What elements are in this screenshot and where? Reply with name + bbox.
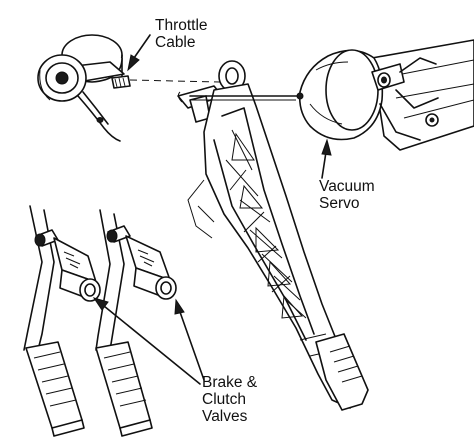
servo-label-line-2: Servo (319, 195, 360, 212)
valves-leader (92, 297, 205, 385)
vacuum-servo-label: Vacuum Servo (319, 178, 375, 212)
throttle-label-line-2: Cable (155, 34, 196, 51)
arrowhead-icon (174, 298, 185, 315)
throttle-cable-assembly (37, 34, 131, 142)
cable-dashed-link (129, 79, 221, 83)
throttle-cable-leader (127, 34, 151, 72)
arrowhead-icon (92, 297, 109, 311)
valves-label-line-3: Valves (202, 408, 248, 425)
throttle-cable-label: Throttle Cable (155, 17, 208, 51)
vacuum-servo (177, 39, 474, 151)
accelerator-pedal-arm (177, 60, 369, 411)
brake-clutch-valves-label: Brake & Clutch Valves (202, 374, 257, 425)
arrowhead-icon (127, 54, 140, 72)
vacuum-servo-leader (321, 138, 332, 179)
throttle-label-line-1: Throttle (155, 17, 208, 34)
brake-clutch-pedals (23, 205, 177, 437)
valves-label-line-1: Brake & (202, 374, 258, 391)
servo-label-line-1: Vacuum (319, 178, 375, 195)
valves-label-line-2: Clutch (202, 391, 246, 408)
arrowhead-icon (321, 138, 332, 156)
